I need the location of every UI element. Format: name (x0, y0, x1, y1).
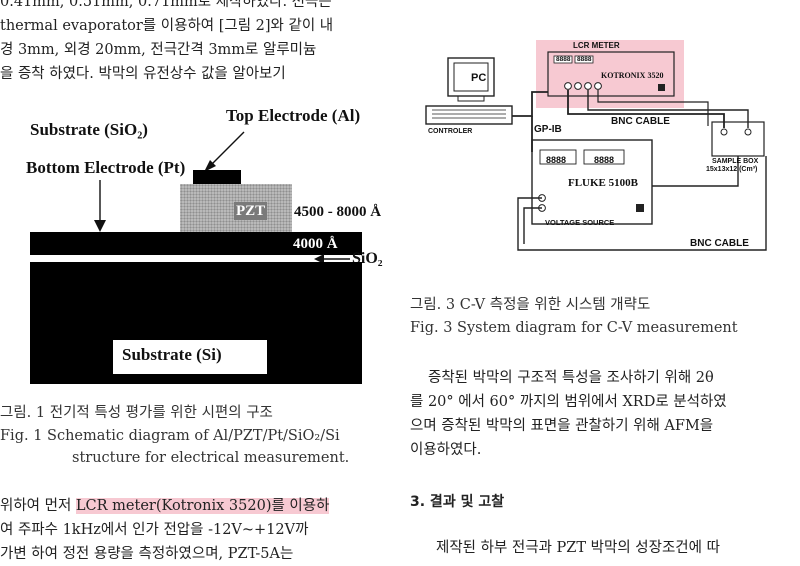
lcr-model-label: KOTRONIX 3520 (601, 71, 664, 80)
fluke-display-1: 8888 (546, 155, 567, 165)
controller-label: CONTROLER (428, 128, 473, 135)
right-para-line-4: 이용하였다. (410, 442, 482, 458)
sample-box-label-2: 15x13x12 (Cm³) (706, 166, 758, 173)
figure-3-wiring (425, 40, 767, 251)
figure-1-caption-kr: 그림. 1 전기적 특성 평가를 위한 시편의 구조 (0, 405, 273, 421)
right-para-line-3: 으며 증착된 박막의 표면을 관찰하기 위해 AFM을 (410, 418, 714, 434)
section-first-line: 제작된 하부 전극과 PZT 박막의 성장조건에 따 (436, 540, 720, 556)
top-electrode-layer (193, 170, 241, 184)
label-top-electrode: Top Electrode (Al) (226, 106, 361, 125)
lcr-meter-title: LCR METER (573, 41, 620, 50)
top-electrode-arrow (204, 131, 245, 172)
bottom-electrode-arrow (94, 180, 106, 232)
intro-line-4: 을 증착 하였다. 박막의 유전상수 값을 알아보기 (0, 66, 286, 82)
section-heading: 3. 결과 및 고찰 (410, 494, 505, 510)
bnc-cable-bottom-label: BNC CABLE (690, 238, 749, 249)
fluke-display-2: 8888 (594, 155, 615, 165)
lcr-display-1: 8888 (556, 56, 571, 63)
label-substrate-sio2: Substrate (SiO₂) (30, 120, 148, 139)
pzt-thickness-label: 4500 - 8000 Å (294, 204, 382, 220)
label-bottom-electrode: Bottom Electrode (Pt) (26, 158, 186, 177)
sio2-layer (30, 255, 362, 262)
lcr-display-2: 8888 (577, 56, 592, 63)
sio2-thickness-label: 4000 Å (293, 236, 338, 252)
pzt-label: PZT (234, 202, 268, 220)
para-line-1-pre: 위하여 먼저 (0, 498, 76, 514)
right-para-line-2: 를 20° 에서 60° 까지의 범위에서 XRD로 분석하였 (410, 394, 727, 410)
figure-1-caption-en-1: Fig. 1 Schematic diagram of Al/PZT/Pt/Si… (0, 428, 340, 444)
si-substrate-label-box (113, 340, 267, 374)
bnc-cable-top-label: BNC CABLE (611, 116, 670, 127)
bottom-electrode-layer (30, 232, 362, 255)
intro-line-1: 0.41mm, 0.51mm, 0.71mm로 제작하였다. 전극은 (0, 0, 332, 10)
label-substrate-si: Substrate (Si) (122, 345, 222, 364)
figure-3-caption-en: Fig. 3 System diagram for C-V measuremen… (410, 320, 738, 336)
figure-1-caption-en-2: structure for electrical measurement. (72, 450, 350, 466)
voltage-source-label: VOLTAGE SOURCE (545, 218, 615, 227)
para-line-1: 위하여 먼저 LCR meter(Kotronix 3520)를 이용하 (0, 494, 330, 518)
sio2-arrow (314, 254, 350, 264)
intro-line-2: thermal evaporator를 이용하여 [그림 2]와 같이 내 (0, 18, 334, 34)
para-line-1-highlight: LCR meter(Kotronix 3520)를 이용하 (75, 498, 330, 514)
para-line-2: 여 주파수 1kHz에서 인가 전압을 -12V~+12V까 (0, 522, 309, 538)
pc-label: PC (471, 72, 487, 84)
figure-3-caption-kr: 그림. 3 C-V 측정을 위한 시스템 개략도 (410, 297, 651, 313)
intro-line-3: 경 3mm, 외경 20mm, 전극간격 3mm로 알루미늄 (0, 42, 317, 58)
gpib-label: GP-IB (534, 124, 562, 135)
para-line-3: 가변 하여 정전 용량을 측정하였으며, PZT-5A는 (0, 546, 294, 562)
fluke-label: FLUKE 5100B (568, 177, 638, 189)
sample-box-label-1: SAMPLE BOX (712, 158, 759, 165)
right-para-line-1: 증착된 박막의 구조적 특성을 조사하기 위해 2θ (428, 370, 714, 386)
